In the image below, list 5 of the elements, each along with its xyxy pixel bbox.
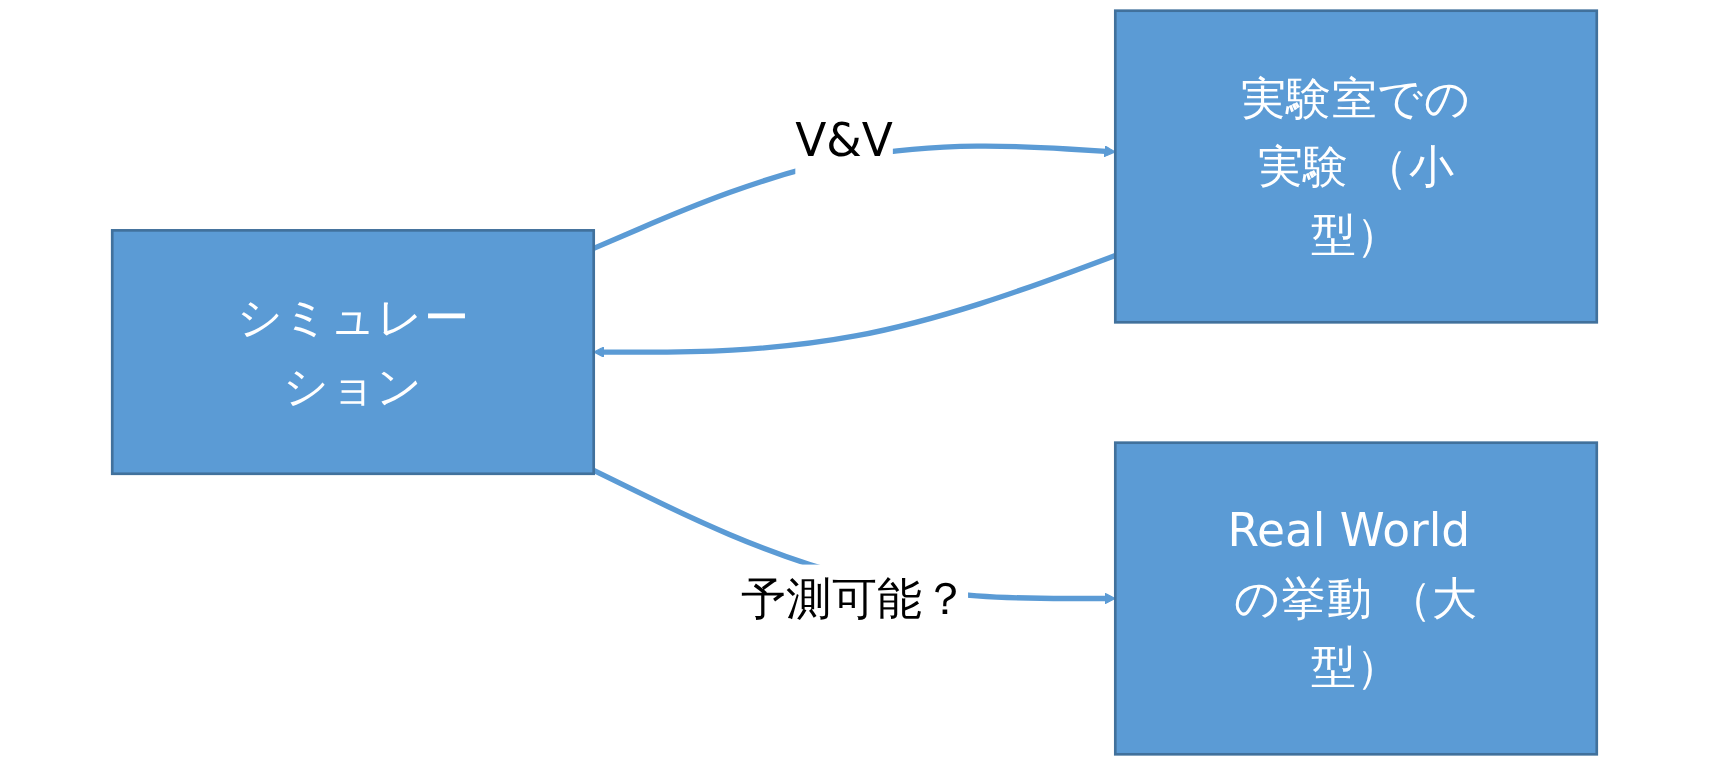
node-box: シミュレーション <box>110 229 596 476</box>
node-box: Real World の挙動 （大型） <box>1113 441 1599 756</box>
node-box: 実験室での実験 （小型） <box>1113 9 1599 324</box>
edge-label: V&V <box>795 113 893 167</box>
edge-label: 予測可能？ <box>740 571 969 625</box>
